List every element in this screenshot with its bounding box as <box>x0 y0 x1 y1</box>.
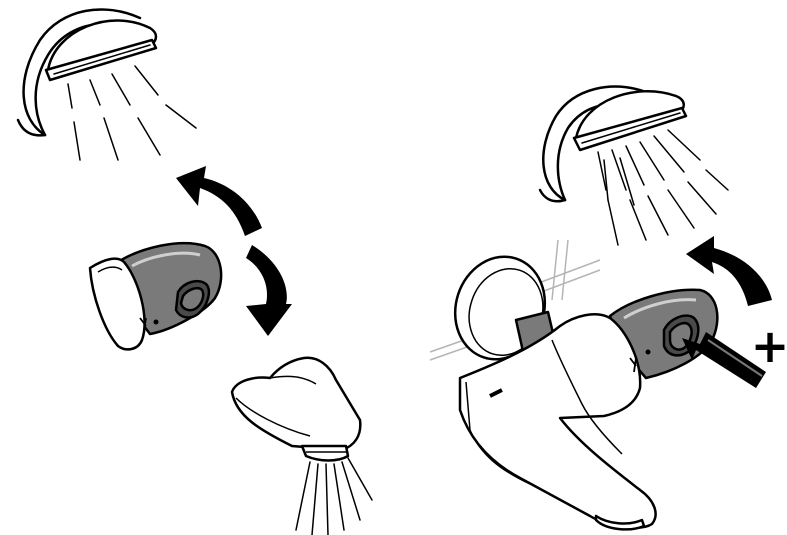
bath-shower-mixer-icon <box>453 255 719 531</box>
bath-spout-icon <box>230 356 362 462</box>
right-shower-head-icon <box>538 85 688 203</box>
rotate-up-arrow-icon <box>176 166 262 236</box>
plus-sign-label: + <box>751 319 787 373</box>
left-shower-head-icon <box>16 8 158 137</box>
right-rotate-arrow-icon <box>686 236 772 306</box>
rotate-down-arrow-icon <box>246 245 292 336</box>
left-diverter-knob-icon <box>88 241 223 351</box>
right-shower-spray <box>597 129 729 246</box>
bath-spout-spray <box>295 457 373 535</box>
left-shower-spray <box>67 65 197 161</box>
push-arrow-icon <box>682 332 766 388</box>
